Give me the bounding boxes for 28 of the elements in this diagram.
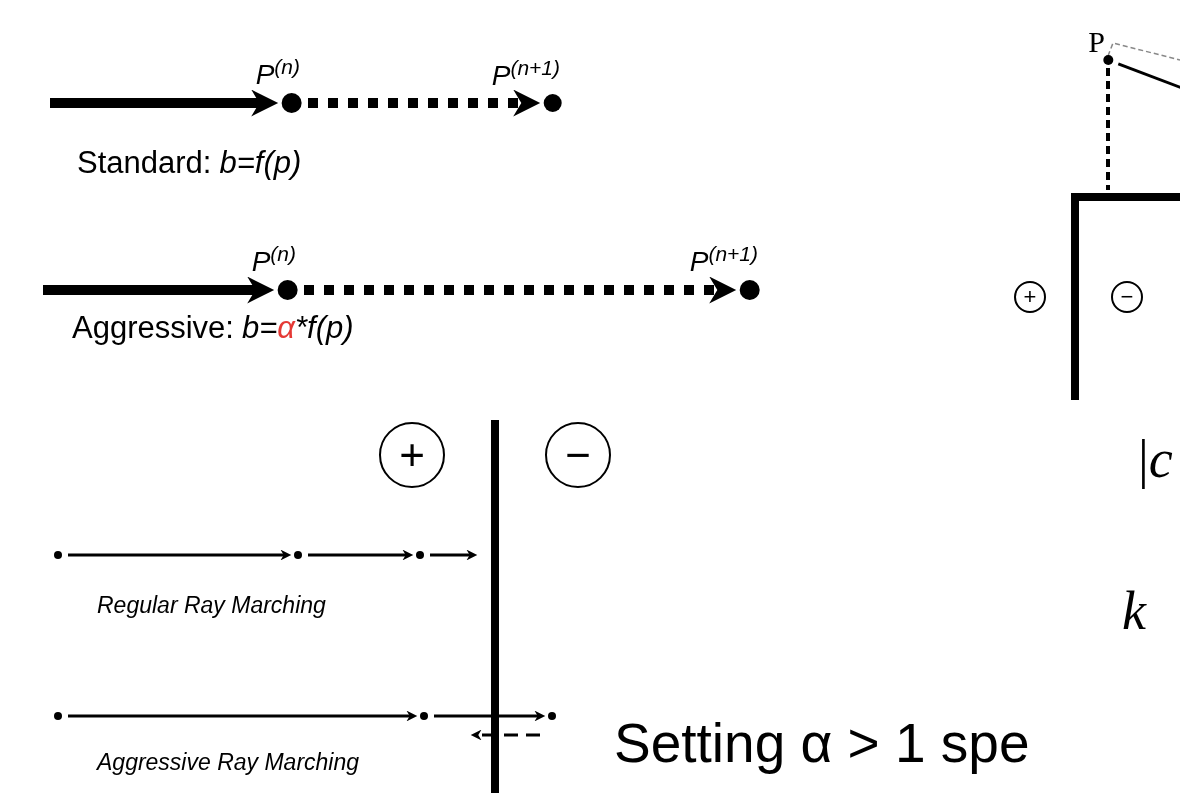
point-label: P$^{(n)}$ bbox=[255, 61, 300, 89]
arrow bbox=[68, 710, 418, 722]
plus-symbol: + bbox=[379, 422, 445, 488]
minus-symbol: − bbox=[1111, 281, 1143, 313]
arrow bbox=[308, 89, 541, 117]
formula-text: α bbox=[277, 309, 295, 347]
arrow bbox=[308, 549, 414, 561]
formula-text: Standard: bbox=[77, 144, 212, 182]
point-label: P$^{(n+1)}$ bbox=[491, 62, 560, 90]
formula-text: b=f(p) bbox=[219, 144, 302, 182]
formula-text: *f(p) bbox=[295, 309, 354, 347]
arrow bbox=[43, 276, 275, 304]
formula-text: Aggressive: bbox=[72, 309, 234, 347]
caption-text: Aggressive Ray Marching bbox=[97, 748, 360, 777]
arrow bbox=[68, 549, 292, 561]
formula-text: b= bbox=[241, 309, 278, 347]
arrow bbox=[304, 276, 737, 304]
caption-text: Regular Ray Marching bbox=[97, 591, 326, 620]
point-label: P bbox=[1088, 27, 1105, 57]
minus-symbol: − bbox=[545, 422, 611, 488]
plus-symbol: + bbox=[1014, 281, 1046, 313]
math-text: k bbox=[1122, 584, 1146, 638]
arrow bbox=[470, 729, 540, 741]
arrow bbox=[430, 549, 478, 561]
point-label: P$^{(n+1)}$ bbox=[689, 248, 758, 276]
point-label: P$^{(n)}$ bbox=[251, 248, 296, 276]
arrow bbox=[50, 89, 279, 117]
arrow bbox=[434, 710, 546, 722]
